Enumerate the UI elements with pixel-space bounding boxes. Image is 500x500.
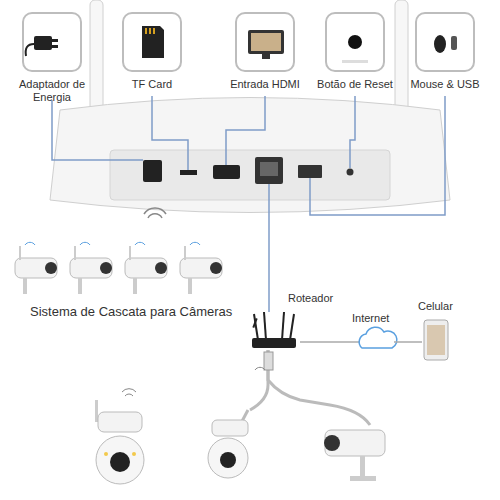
antenna	[395, 0, 408, 120]
rj45-plug	[264, 352, 273, 370]
callout-box: TF Card	[112, 12, 192, 112]
wifi-symbol	[144, 208, 166, 218]
callout-box: Botão de Reset	[315, 12, 395, 112]
power-jack	[143, 160, 162, 182]
tf-slot	[180, 170, 197, 175]
callout-outline	[122, 12, 182, 72]
cables	[240, 350, 370, 425]
ptz-camera	[208, 420, 248, 478]
callout-outline	[235, 12, 295, 72]
reset-hole	[347, 169, 354, 176]
callout-outline	[22, 12, 82, 72]
reset-icon	[342, 35, 368, 63]
phone-icon	[424, 320, 448, 360]
nvr-panel	[110, 150, 390, 200]
text-label: Internet	[352, 312, 389, 324]
usb-port	[298, 165, 322, 178]
cloud-icon	[359, 327, 397, 348]
callout-outline	[325, 12, 385, 72]
leader-lines	[52, 96, 445, 312]
callout-label: TF Card	[112, 78, 192, 91]
callout-label: Entrada HDMI	[220, 78, 310, 91]
callout-outline	[415, 12, 475, 72]
callout-box: Adaptador de Energia	[12, 12, 92, 112]
callout-label: Botão de Reset	[315, 78, 395, 91]
mouse-icon	[434, 35, 457, 53]
sd-card-icon	[142, 26, 164, 58]
ptz-camera	[95, 389, 144, 484]
callout-box: Mouse & USB	[405, 12, 485, 112]
link-line	[300, 341, 360, 343]
ethernet-inner	[260, 162, 278, 176]
ethernet-port	[255, 157, 283, 184]
wifi-symbol	[255, 367, 265, 370]
text-label: Sistema de Cascata para Câmeras	[30, 304, 232, 319]
hdmi-port	[213, 165, 240, 179]
nvr-body	[50, 98, 450, 213]
callout-box: Entrada HDMI	[220, 12, 310, 112]
callout-label: Mouse & USB	[405, 78, 485, 91]
link-line	[394, 341, 422, 343]
text-label: Celular	[418, 300, 453, 312]
router-icon	[252, 312, 296, 348]
bullet-camera	[324, 430, 385, 481]
monitor-icon	[248, 30, 284, 59]
text-label: Roteador	[288, 292, 333, 304]
camera-row	[15, 242, 222, 294]
adapter-icon	[26, 36, 58, 56]
callout-label: Adaptador de Energia	[12, 78, 92, 104]
antenna	[90, 0, 103, 120]
